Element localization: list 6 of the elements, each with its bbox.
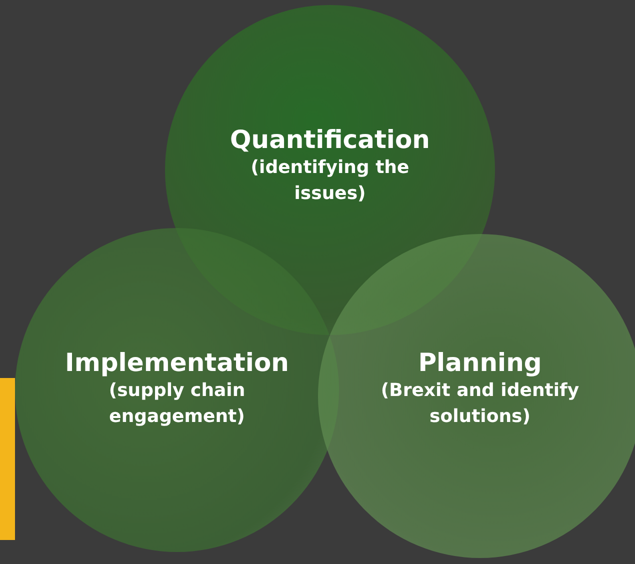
circle-heading: Implementation: [65, 348, 289, 378]
circle-description: (identifying the issues): [250, 156, 410, 206]
circle-heading: Quantification: [230, 125, 430, 155]
circle-heading: Planning: [418, 348, 542, 378]
circle-description: (Brexit and identify solutions): [380, 379, 580, 429]
circle-description: (supply chain engagement): [108, 379, 246, 429]
